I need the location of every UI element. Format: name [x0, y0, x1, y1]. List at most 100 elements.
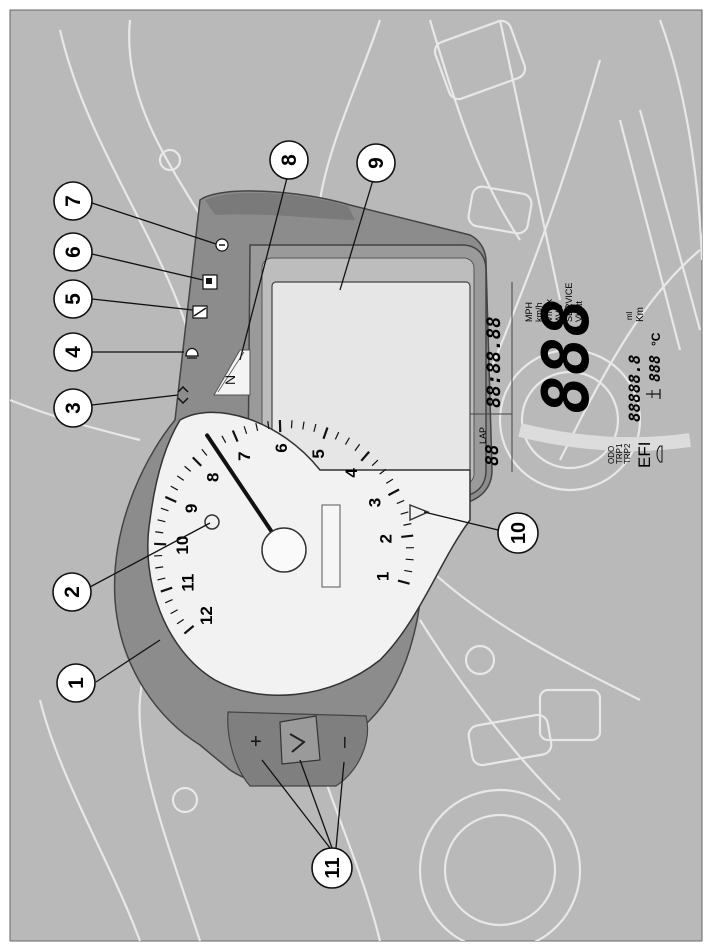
fuel-reserve-icon [202, 274, 218, 290]
tach-tick [184, 465, 192, 472]
turn-signal-icon [177, 385, 189, 405]
callout-6: 6 [62, 246, 85, 258]
leader-lines [87, 177, 499, 849]
tach-tick [397, 579, 410, 585]
lcd-lap-digits: 88 [482, 444, 503, 466]
lcd-km: Km [635, 307, 646, 322]
tach-tick [192, 456, 203, 467]
lcd-unit-label: AVS [554, 305, 564, 322]
callout-1: 1 [65, 677, 88, 689]
tach-number: 9 [182, 504, 201, 513]
oil-pressure-icon [192, 305, 208, 319]
select-button-icon [289, 733, 306, 753]
lcd-lap-label: LAP [478, 427, 488, 444]
lcd-unit-label: MPH [524, 302, 534, 322]
lcd-unit-label: Vbatt [574, 300, 584, 322]
callout-10: 10 [508, 522, 530, 544]
tach-number: 1 [374, 572, 393, 581]
needle-hub [261, 527, 307, 573]
gear-indicator: N [213, 349, 251, 396]
tach-tick [157, 519, 166, 523]
tach-tick [155, 531, 164, 534]
tach-tick [160, 586, 173, 593]
tach-tick [403, 523, 412, 526]
callout-3: 3 [62, 402, 85, 414]
lcd-odometer: 88888.8 [625, 355, 644, 422]
tach-bar [321, 504, 341, 588]
tach-tick [201, 448, 208, 456]
tach-tick [313, 423, 317, 432]
callout-2: 2 [61, 586, 84, 598]
tach-tick [396, 499, 405, 505]
tach-tick [231, 430, 239, 442]
callout-7: 7 [62, 195, 85, 207]
lcd-trip-label: TRP1 [615, 443, 624, 464]
tach-tick [302, 421, 305, 430]
lcd-unit-label: km/h [534, 302, 544, 322]
tach-number: 7 [235, 452, 254, 461]
callout-5: 5 [62, 293, 85, 305]
tach-tick [401, 534, 414, 539]
tach-tick [400, 511, 409, 515]
tach-number: 11 [178, 574, 197, 592]
tach-number: 8 [203, 473, 222, 482]
lcd-ml: ml [625, 311, 634, 320]
tach-tick [334, 431, 340, 440]
tach-tick [164, 495, 177, 503]
tach-tick [183, 625, 195, 635]
tach-tick [164, 599, 173, 604]
neutral-lamp-icon [215, 238, 229, 252]
lcd-clock: 88:88.88 [483, 316, 505, 408]
tach-shift-light [204, 514, 220, 530]
indicator-icons [177, 238, 229, 405]
lcd-unit-label: Vmax [544, 298, 554, 322]
lcd-unit-label: SERVICE [564, 283, 574, 322]
tach-tick [405, 558, 414, 561]
tach-tick [360, 451, 370, 462]
tach-number: 6 [272, 443, 291, 452]
tach-number: 12 [197, 606, 216, 625]
tach-tick [385, 478, 394, 484]
tach-number: 3 [365, 498, 384, 507]
tach-number: 4 [342, 468, 361, 478]
tach-tick [155, 566, 164, 569]
tach-tick [371, 459, 379, 467]
callouts: 1 2 3 4 5 6 7 8 9 10 11 [52, 140, 539, 889]
tach-tick [255, 422, 259, 432]
tach-tick [154, 542, 167, 546]
lcd-trip-label: TRP2 [623, 443, 632, 464]
high-beam-icon [185, 347, 199, 359]
tach-tick [379, 468, 387, 475]
plus-button[interactable]: + [250, 731, 262, 753]
callout-4: 4 [62, 346, 85, 358]
tach-ticks [154, 420, 414, 635]
coolant-temp-icon [646, 389, 661, 399]
tach-needle [205, 433, 286, 552]
lcd-degc: °C [649, 332, 663, 346]
tach-tick [157, 577, 166, 581]
tach-tick [322, 427, 329, 440]
minus-button[interactable]: – [333, 736, 355, 748]
lcd-screen [271, 281, 471, 473]
tach-tick [221, 435, 227, 444]
gear-label: N [222, 375, 238, 385]
oil-level-icon [656, 445, 663, 463]
tach-tick [404, 569, 413, 573]
tach-tick [243, 426, 248, 435]
tach-tick [160, 507, 169, 512]
tach-number: 10 [173, 536, 192, 555]
lcd-trip-label: ODO [607, 446, 616, 464]
callout-8: 8 [278, 154, 301, 166]
lcd-efi: EFI [635, 442, 654, 468]
tach-tick [344, 437, 350, 445]
handlebar-buttons: + – [250, 715, 355, 765]
lcd-big-digits: 888 [530, 298, 604, 414]
callout-9: 9 [365, 157, 388, 169]
